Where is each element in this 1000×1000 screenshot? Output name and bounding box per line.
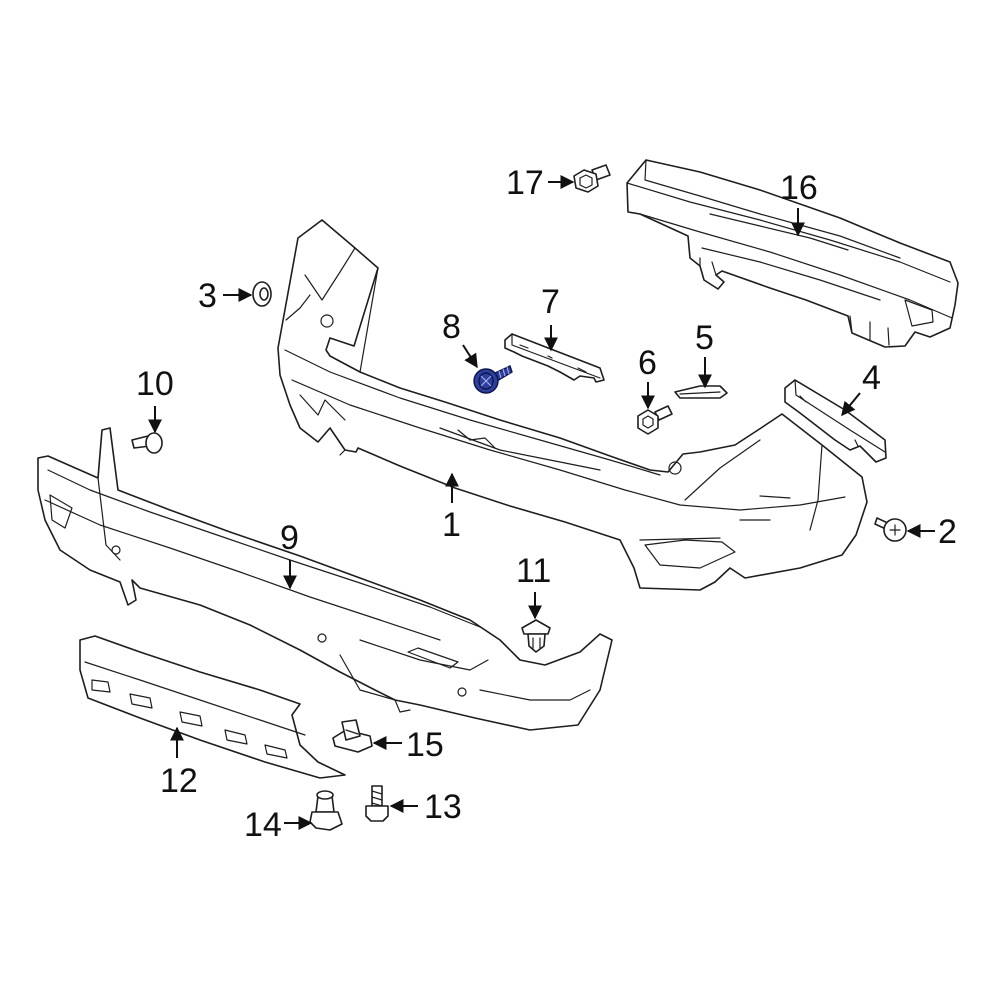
part-11-clip[interactable] [521, 619, 551, 653]
part-10-clip[interactable] [131, 432, 163, 454]
part-1-bumper-cover[interactable] [277, 219, 868, 591]
part-15-retainer[interactable] [332, 719, 373, 753]
part-7-bracket[interactable] [504, 333, 605, 383]
callout-17: 17 [506, 164, 544, 202]
callout-labels: 1 2 3 4 5 6 7 8 9 10 11 12 13 14 15 16 1… [136, 164, 957, 844]
part-16-reinforcement-beam[interactable] [626, 159, 959, 348]
callout-11: 11 [516, 552, 551, 590]
arrow-8 [462, 344, 478, 369]
callout-8: 8 [442, 308, 461, 346]
part-4-bracket[interactable] [784, 379, 887, 463]
part-8-screw[interactable] [473, 365, 513, 394]
part-2-screw[interactable] [874, 517, 907, 542]
callout-arrows [148, 175, 935, 830]
callout-10: 10 [136, 365, 174, 403]
part-14-clip[interactable] [309, 790, 343, 831]
callout-9: 9 [280, 519, 299, 557]
callout-2: 2 [938, 513, 957, 551]
part-3-grommet[interactable] [252, 281, 272, 307]
callout-6: 6 [638, 344, 657, 382]
callout-15: 15 [406, 726, 444, 764]
callout-16: 16 [780, 169, 818, 207]
callout-3: 3 [198, 277, 217, 315]
callout-13: 13 [424, 788, 462, 826]
part-17-bolt[interactable] [573, 164, 611, 193]
callout-5: 5 [695, 319, 714, 357]
part-13-bolt[interactable] [365, 785, 389, 822]
part-6-bolt[interactable] [637, 405, 673, 435]
callout-4: 4 [862, 359, 881, 397]
callout-14: 14 [244, 806, 282, 844]
callout-12: 12 [160, 762, 198, 800]
callout-7: 7 [541, 283, 560, 321]
part-9-lower-valance[interactable] [37, 427, 613, 731]
part-12-skid-plate[interactable] [79, 635, 346, 779]
callout-1: 1 [442, 506, 461, 544]
arrow-4 [841, 392, 861, 417]
part-5-pad[interactable] [674, 385, 728, 399]
